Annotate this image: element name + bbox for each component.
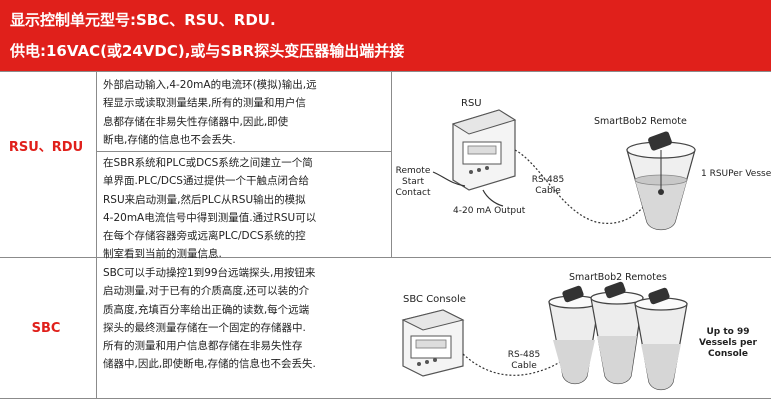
smartbob-vessel-group-icon: [548, 281, 688, 391]
table-line: [97, 151, 391, 152]
rsu-description-1: 外部启动输入,4-20mA的电流环(模拟)输出,远 程显示或读取测量结果,所有的…: [103, 79, 317, 146]
table-line: [0, 71, 771, 72]
rsu-unit-icon: [451, 109, 517, 191]
header-title: 显示控制单元型号:SBC、RSU、RDU.: [10, 11, 276, 29]
sbc-console-label: SBC Console: [403, 294, 466, 305]
sbc-description: SBC可以手动操控1到99台远端探头,用按钮来 启动测量,对于已有的介质高度,还…: [103, 267, 316, 371]
remote-start-wire: [432, 171, 466, 187]
rsu-per-vessel-label: 1 RSUPer Vessel: [701, 169, 771, 179]
table-line: [391, 71, 392, 257]
header-banner: 显示控制单元型号:SBC、RSU、RDU. 供电:16VAC(或24VDC),或…: [0, 0, 771, 71]
output-label: 4-20 mA Output: [453, 206, 526, 216]
smartbob-vessel-icon: [626, 131, 696, 231]
table-line: [96, 71, 97, 398]
output-wire: [482, 189, 504, 207]
header-power-supply: 供电:16VAC(或24VDC),或与SBR探头变压器输出端并接: [10, 42, 405, 60]
row-label-rsu-rdu: RSU、RDU: [8, 140, 84, 155]
smartbob-remotes-label: SmartBob2 Remotes: [569, 272, 667, 283]
rsu-description-2: 在SBR系统和PLC或DCS系统之间建立一个简 单界面.PLC/DCS通过提供一…: [103, 157, 317, 261]
rsu-unit-label: RSU: [461, 98, 482, 109]
table-line: [0, 257, 771, 258]
table-line: [0, 398, 771, 399]
row-label-sbc: SBC: [31, 321, 61, 336]
sbc-console-icon: [401, 309, 465, 377]
smartbob-remote-label: SmartBob2 Remote: [594, 116, 687, 127]
